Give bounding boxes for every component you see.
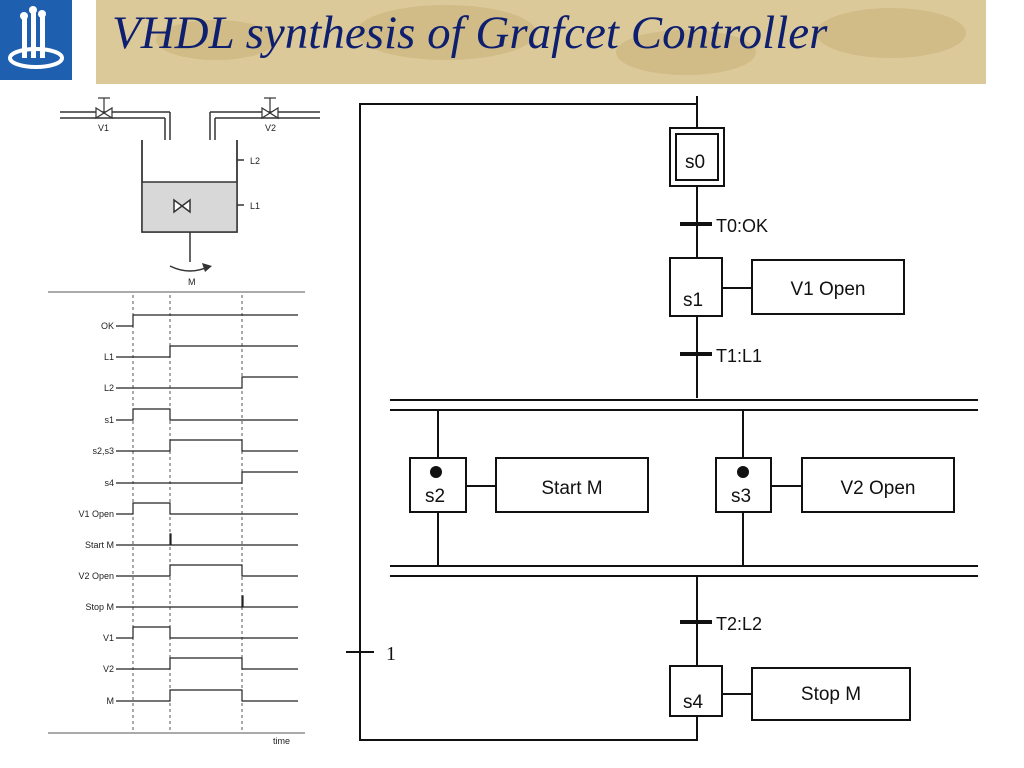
valve-v2-label: V2	[265, 123, 276, 133]
active-token-s3-icon	[737, 466, 749, 478]
timing-label-stop-m: Stop M	[85, 602, 114, 612]
timing-waveform	[116, 471, 298, 484]
timing-waveform	[116, 626, 298, 639]
timing-label-s1: s1	[104, 415, 114, 425]
tank-diagram	[60, 111, 320, 272]
timing-label-v1: V1	[103, 633, 114, 643]
transition-t1-label: T1:L1	[716, 346, 762, 366]
transition-t0-label: T0:OK	[716, 216, 768, 236]
timing-waveform	[116, 376, 298, 389]
step-s1	[669, 257, 723, 317]
step-s3-label: s3	[731, 486, 751, 507]
timing-waveform	[116, 595, 298, 608]
step-s0-inner	[675, 133, 719, 181]
timing-label-s2s3: s2,s3	[92, 446, 114, 456]
timing-waveform	[116, 564, 298, 577]
timing-label-ok: OK	[101, 321, 114, 331]
action-box-s3	[801, 457, 955, 513]
timing-label-v1-open: V1 Open	[78, 509, 114, 519]
level-l1-label: L1	[250, 201, 260, 211]
return-transition-label: 1	[386, 643, 396, 665]
timing-waveform	[116, 502, 298, 515]
slide-title: VHDL synthesis of Grafcet Controller	[112, 7, 828, 59]
timing-label-s4: s4	[104, 478, 114, 488]
timing-waveform	[116, 657, 298, 670]
timing-waveform	[116, 314, 298, 327]
level-l2-label: L2	[250, 156, 260, 166]
action-s4-label: Stop M	[801, 684, 861, 705]
timing-waveform	[116, 408, 298, 421]
step-s3	[715, 457, 772, 513]
step-s2	[409, 457, 467, 513]
step-s2-label: s2	[425, 486, 445, 507]
transition-t2-label: T2:L2	[716, 614, 762, 634]
timing-waveform	[116, 533, 298, 546]
timing-waveform	[116, 689, 298, 702]
action-box-s4	[751, 667, 911, 721]
timing-waveform	[116, 439, 298, 452]
action-s3-label: V2 Open	[841, 478, 916, 499]
action-box-s1	[751, 259, 905, 315]
timing-label-l1: L1	[104, 352, 114, 362]
timing-label-v2: V2	[103, 664, 114, 674]
step-s1-label: s1	[683, 290, 703, 311]
valve-v1-label: V1	[98, 123, 109, 133]
action-s2-label: Start M	[541, 478, 602, 499]
institution-logo-icon	[0, 0, 72, 80]
timing-label-l2: L2	[104, 383, 114, 393]
action-s1-label: V1 Open	[791, 279, 866, 300]
step-s4	[669, 665, 723, 717]
timing-waveform	[116, 345, 298, 358]
step-s4-label: s4	[683, 692, 704, 713]
valve-v2-icon	[261, 97, 279, 120]
grafcet-diagram	[346, 96, 978, 741]
active-token-s2-icon	[430, 466, 442, 478]
step-s0-label: s0	[685, 152, 705, 173]
timing-label-m: M	[107, 696, 115, 706]
timing-label-v2-open: V2 Open	[78, 571, 114, 581]
action-box-s2	[495, 457, 649, 513]
timing-diagram	[48, 291, 305, 734]
valve-v1-icon	[95, 97, 113, 120]
time-axis-label: time	[273, 736, 290, 746]
step-s0-initial	[669, 127, 725, 187]
motor-label: M	[188, 277, 196, 287]
title-banner	[96, 0, 986, 84]
timing-label-start-m: Start M	[85, 540, 114, 550]
